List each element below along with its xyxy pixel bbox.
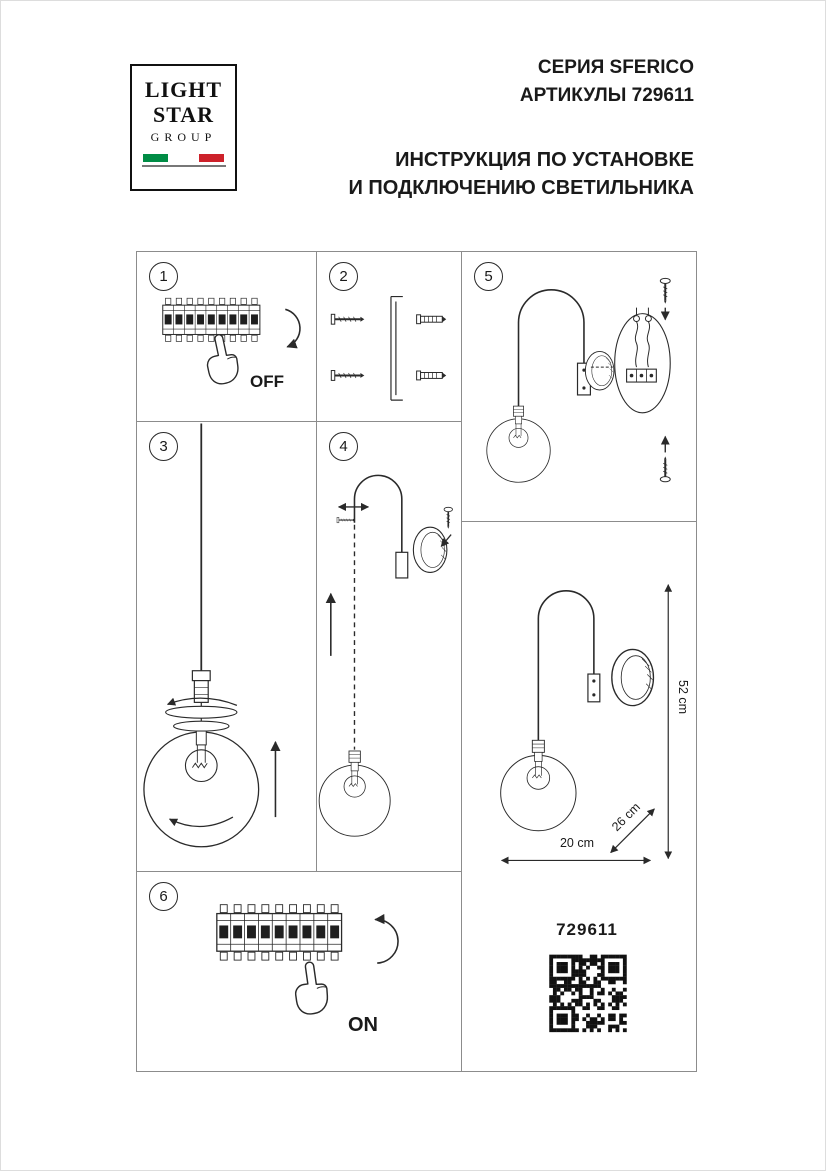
document-header: СЕРИЯ SFERICO АРТИКУЛЫ 729611 ИНСТРУКЦИЯ… bbox=[348, 54, 694, 202]
step-number: 1 bbox=[159, 268, 168, 285]
step-badge: 1 bbox=[149, 262, 178, 291]
panel-dimensions: 52 cm 26 cm 20 cm 729611 bbox=[461, 521, 697, 1072]
flag-red-stripe bbox=[199, 154, 224, 162]
step-badge: 5 bbox=[474, 262, 503, 291]
globe-assembly-drawing bbox=[143, 423, 281, 848]
logo-word-group: GROUP bbox=[150, 130, 217, 144]
panel-step-5: 5 bbox=[461, 251, 697, 522]
logo-word-star: STAR bbox=[152, 102, 215, 127]
articles-line: АРТИКУЛЫ 729611 bbox=[519, 85, 694, 106]
step-number: 4 bbox=[339, 438, 348, 455]
panel-step-3: 3 bbox=[136, 421, 317, 872]
step-number: 6 bbox=[159, 888, 168, 905]
lamp-hanging-drawing bbox=[318, 474, 454, 837]
step-badge: 2 bbox=[329, 262, 358, 291]
step-number: 5 bbox=[484, 268, 493, 285]
power-on-label: ON bbox=[348, 1014, 378, 1036]
mounting-hardware-drawing bbox=[330, 295, 447, 401]
step-number: 3 bbox=[159, 438, 168, 455]
panel-step-1: 1 OFF bbox=[136, 251, 317, 422]
circuit-breaker-on-drawing bbox=[137, 872, 399, 1017]
power-off-label: OFF bbox=[250, 372, 284, 391]
lightstar-logo: LIGHT STAR GROUP bbox=[130, 64, 237, 191]
flag-green-stripe bbox=[143, 154, 168, 162]
italy-flag bbox=[132, 154, 235, 162]
instruction-title-line1: ИНСТРУКЦИЯ ПО УСТАНОВКЕ bbox=[395, 149, 694, 171]
article-number: 729611 bbox=[556, 920, 618, 939]
panel-step-4: 4 bbox=[316, 421, 462, 872]
dimensions-drawing bbox=[500, 584, 673, 1033]
logo-word-light: LIGHT bbox=[144, 77, 223, 102]
circuit-breaker-off-drawing bbox=[137, 252, 301, 387]
dim-width-label: 20 cm bbox=[559, 836, 595, 850]
steps-grid: 1 OFF 2 5 bbox=[136, 251, 697, 1072]
dim-height-label: 52 cm bbox=[676, 680, 690, 715]
qr-code bbox=[549, 954, 627, 1033]
panel-step-2: 2 bbox=[316, 251, 462, 422]
flag-underline bbox=[141, 165, 226, 167]
instruction-title-line2: И ПОДКЛЮЧЕНИЮ СВЕТИЛЬНИКА bbox=[348, 177, 694, 199]
step-badge: 3 bbox=[149, 432, 178, 461]
series-title: СЕРИЯ SFERICO bbox=[537, 57, 694, 78]
panel-step-6: 6 ON bbox=[136, 871, 462, 1072]
step-badge: 4 bbox=[329, 432, 358, 461]
flag-white-stripe bbox=[171, 154, 196, 162]
step-badge: 6 bbox=[149, 882, 178, 911]
step-number: 2 bbox=[339, 268, 348, 285]
wall-lamp-wiring-drawing bbox=[486, 277, 672, 483]
